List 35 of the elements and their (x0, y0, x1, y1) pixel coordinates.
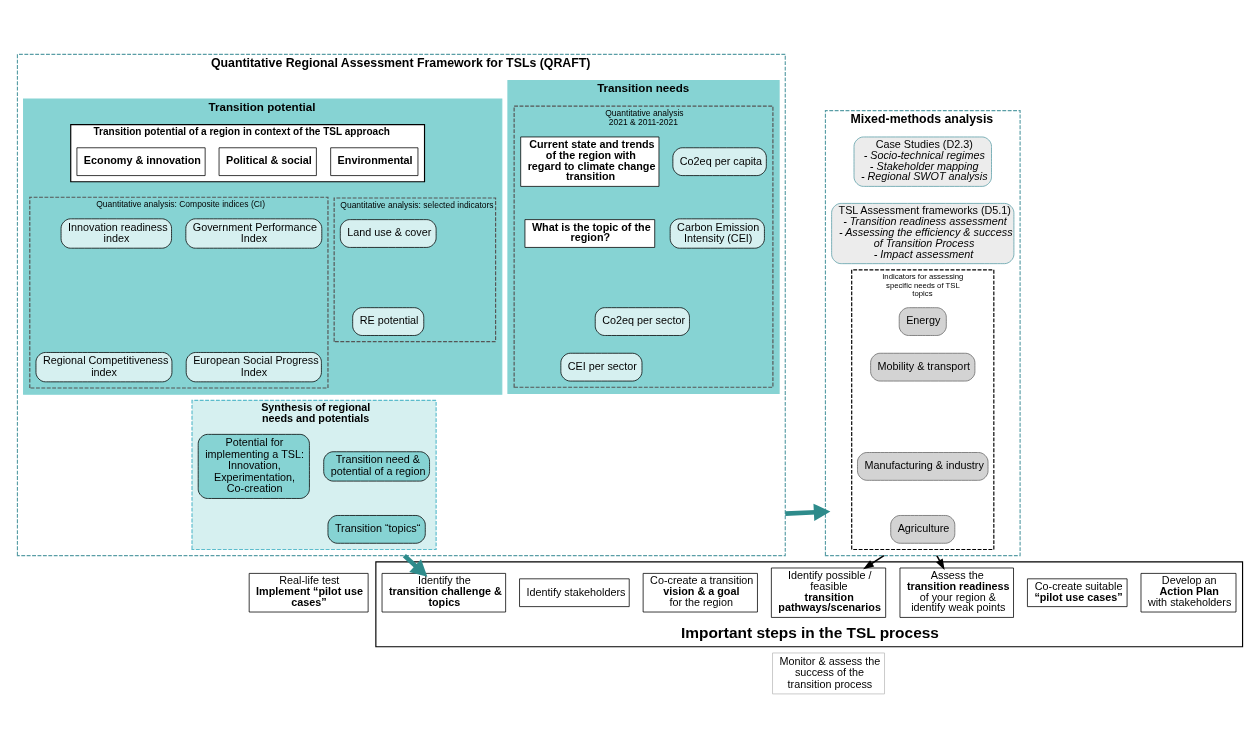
arrow (936, 554, 945, 570)
node-box: Regional Competitiveness index (35, 351, 173, 382)
node-box: Government Performance Index (185, 217, 323, 249)
node-box: Assess the transition readiness of your region & identify weak points (899, 567, 1014, 618)
node-box: Innovation readiness index (60, 217, 172, 249)
node-box: Co-create a transition vision & a goal for the region (642, 572, 758, 612)
node-box: Economy & innovation (76, 146, 206, 176)
node-box: Develop an Action Plan with stakeholders (1140, 572, 1237, 612)
node-box: Co2eq per capita (672, 146, 767, 176)
node-box: Identify stakeholders (519, 577, 630, 607)
node-box: Transition need & potential of a region (323, 450, 430, 481)
arrow (785, 503, 831, 521)
node-box: Land use & cover (339, 218, 437, 248)
node-box: Agriculture (890, 514, 956, 544)
node-box: Identify possible / feasible transition pathways/scenarios (770, 567, 887, 618)
node-box: Transition “topics“ (327, 514, 426, 544)
node-box: Environmental (330, 146, 419, 176)
node-box: Identify the transition challenge & topics (381, 572, 506, 612)
node-box: What is the topic of the region? (524, 218, 656, 248)
node-box: Mobility & transport (870, 352, 976, 381)
node-box: TSL Assessment frameworks (D5.1) - Transition readiness assessment - Assessing the efficiency & success of Transition Process - Impact assessment (831, 202, 1015, 264)
node-box: Political & social (218, 146, 317, 176)
node-box: European Social Progress Index (185, 351, 322, 382)
node-box: Energy (898, 306, 947, 336)
node-box: Current state and trends of the region with regard to climate change transition (520, 136, 660, 187)
node-box: Real-life test Implement “pilot use cases” (248, 572, 369, 612)
node-box: Co2eq per sector (594, 306, 690, 336)
node-box: Carbon Emission Intensity (CEI) (669, 217, 765, 249)
node-box: Case Studies (D2.3) - Socio-technical regimes - Stakeholder mapping - Regional SWOT analysis (853, 136, 992, 187)
node-box: Monitor & assess the success of the transition process (772, 652, 885, 694)
node-box: RE potential (352, 306, 425, 336)
node-box: Manufacturing & industry (857, 451, 989, 481)
node-box: CEI per sector (560, 352, 643, 381)
node-box: Co-create suitable “pilot use cases” (1027, 577, 1128, 607)
node-box: Potential for implementing a TSL: Innovation, Experimentation, Co-creation (197, 433, 310, 499)
